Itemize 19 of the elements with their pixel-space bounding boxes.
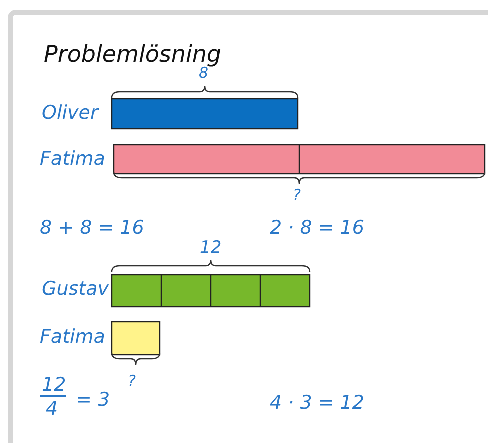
person-name: Oliver xyxy=(42,104,98,123)
equation: = 3 xyxy=(76,391,110,410)
segmented-bar xyxy=(113,144,486,175)
equation: 4 · 3 = 12 xyxy=(270,394,364,413)
brace-label: 8 xyxy=(199,66,209,81)
person-name: Fatima xyxy=(40,150,106,169)
equation: 8 + 8 = 16 xyxy=(40,219,144,238)
brace-label: 12 xyxy=(200,240,222,257)
brace-label: ? xyxy=(128,374,136,389)
bar xyxy=(111,321,161,356)
bar xyxy=(111,98,299,130)
fraction-numerator: 12 xyxy=(42,376,66,395)
title: Problemlösning xyxy=(44,44,222,67)
fraction-denominator: 4 xyxy=(46,400,58,419)
person-name: Fatima xyxy=(40,328,106,347)
person-name: Gustav xyxy=(42,280,110,299)
segmented-bar xyxy=(111,274,311,308)
brace-label: ? xyxy=(293,188,301,203)
equation: 2 · 8 = 16 xyxy=(270,219,364,238)
